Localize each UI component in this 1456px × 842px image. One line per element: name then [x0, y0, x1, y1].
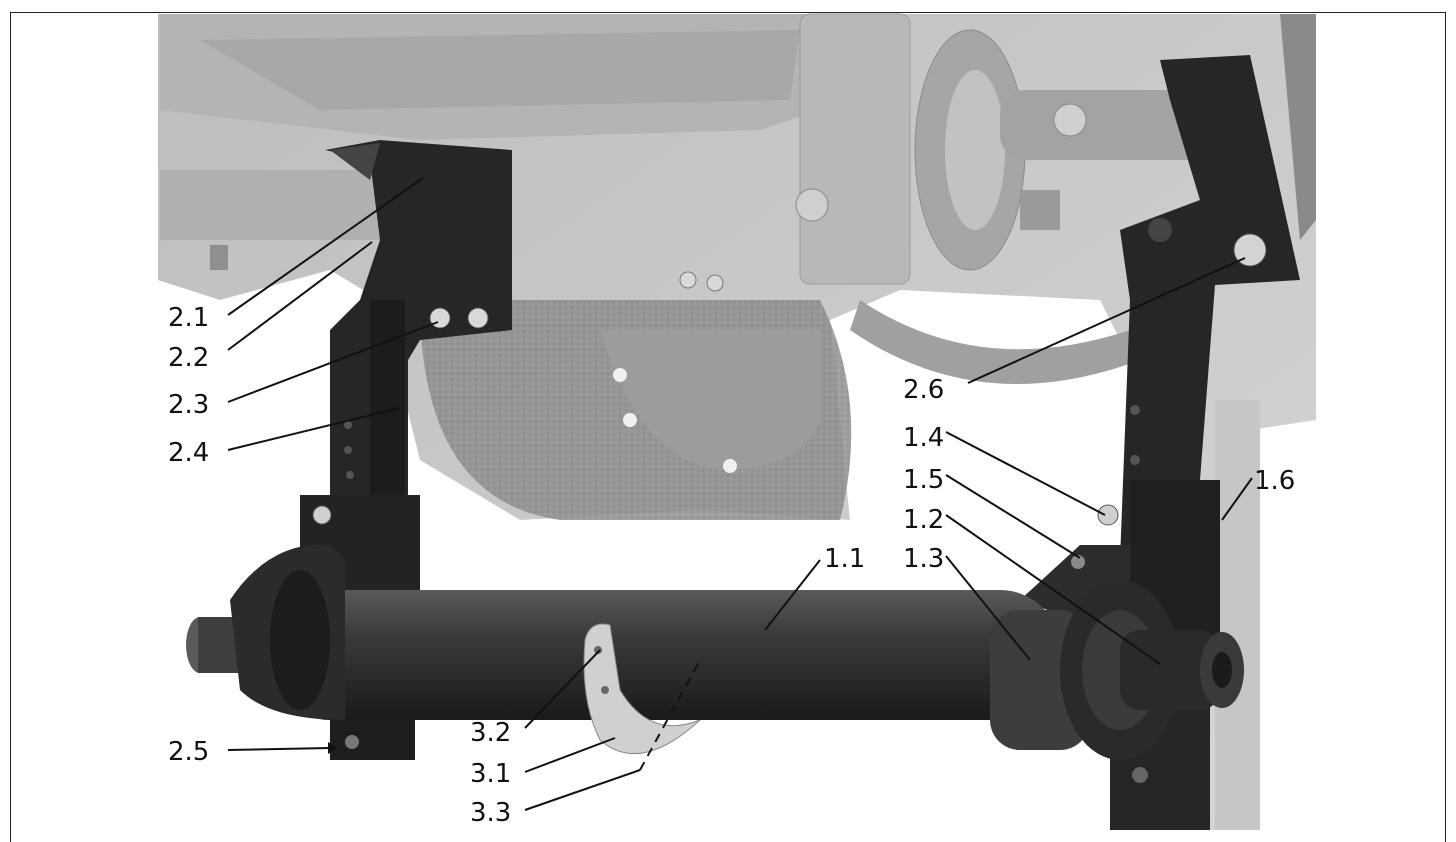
label-2-1: 2.1 [168, 303, 209, 333]
axle-clip [583, 623, 701, 755]
label-1-6: 1.6 [1254, 466, 1295, 496]
leader-lines [227, 177, 1253, 811]
label-1-3: 1.3 [903, 544, 944, 574]
label-1-5: 1.5 [903, 465, 944, 495]
left-mounting-bracket [300, 140, 512, 760]
callout-labels: 2.1 2.2 2.3 2.4 2.5 2.6 1.4 1.5 1.2 1.3 … [168, 303, 1295, 828]
label-2-5: 2.5 [168, 737, 209, 767]
label-2-3: 2.3 [168, 390, 209, 420]
label-2-2: 2.2 [168, 343, 209, 373]
label-3-3: 3.3 [470, 798, 511, 828]
axle-tube [186, 544, 1244, 760]
label-2-4: 2.4 [168, 438, 209, 468]
label-2-6: 2.6 [903, 375, 944, 405]
label-3-2: 3.2 [470, 718, 511, 748]
label-3-1: 3.1 [470, 759, 511, 789]
label-1-4: 1.4 [903, 423, 944, 453]
label-1-1: 1.1 [824, 544, 865, 574]
label-1-2: 1.2 [903, 505, 944, 535]
